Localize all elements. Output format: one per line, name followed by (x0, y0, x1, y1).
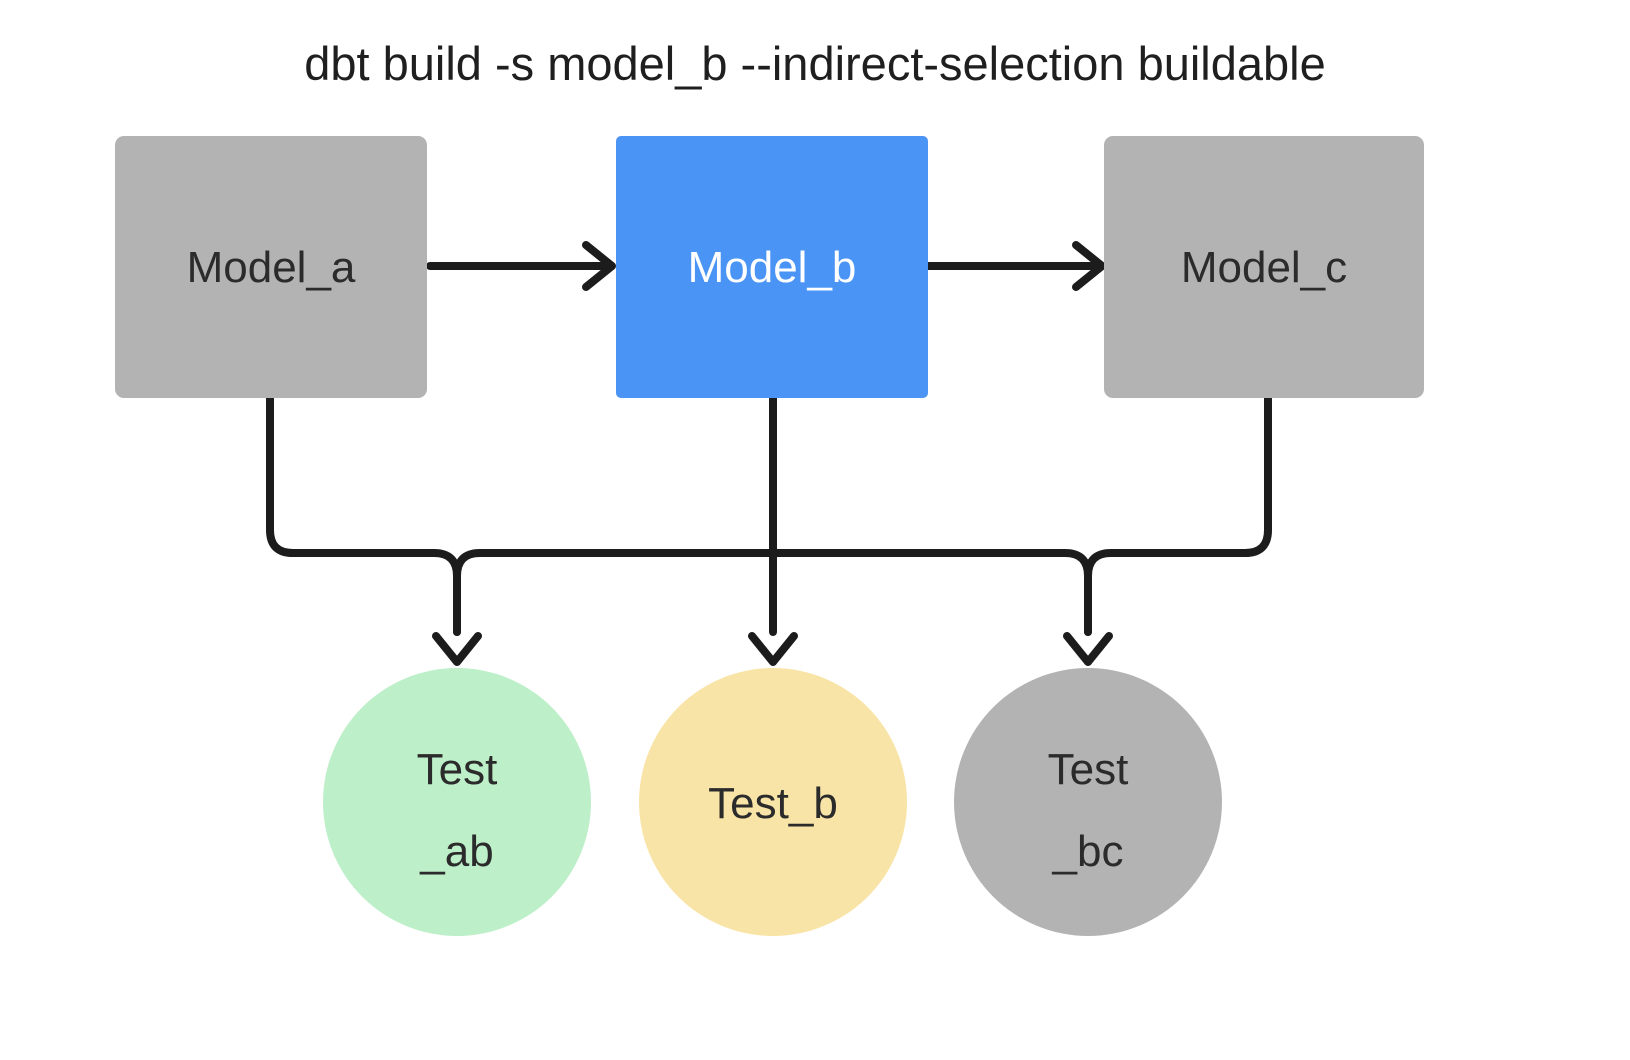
model-c-label: Model_c (1181, 243, 1347, 292)
arrow-head-into-test-bc (1063, 632, 1113, 666)
arrow-head-into-test-ab (432, 632, 482, 666)
node-model-a[interactable]: Model_a (115, 136, 427, 398)
edge-model-b-to-test-ab (453, 549, 777, 636)
test-ab-label-line1: Test (417, 745, 498, 794)
model-c-box[interactable] (1104, 136, 1424, 398)
model-b-label: Model_b (688, 243, 857, 292)
node-model-b[interactable]: Model_b (616, 136, 928, 398)
test-bc-circle[interactable] (954, 668, 1222, 936)
test-ab-label-line2: _ab (419, 827, 493, 876)
node-test-b[interactable]: Test_b (639, 668, 907, 936)
test-b-circle[interactable] (639, 668, 907, 936)
node-model-c[interactable]: Model_c (1104, 136, 1424, 398)
test-bc-label-line1: Test (1048, 745, 1129, 794)
edge-model-b-to-model-c (924, 241, 1106, 291)
edge-model-a-to-model-b (426, 241, 616, 291)
diagram-title: dbt build -s model_b --indirect-selectio… (304, 37, 1326, 90)
test-ab-circle[interactable] (323, 668, 591, 936)
model-a-label: Model_a (187, 243, 356, 292)
model-b-box[interactable] (616, 136, 928, 398)
edge-model-c-to-test-bc (1084, 394, 1272, 636)
edge-model-b-to-test-bc (769, 549, 1092, 636)
test-bc-label-line2: _bc (1052, 827, 1124, 876)
node-test-bc[interactable]: Test _bc (954, 668, 1222, 936)
arrow-head-into-test-b (748, 632, 798, 666)
node-test-ab[interactable]: Test _ab (323, 668, 591, 936)
test-b-label-line1: Test_b (708, 779, 838, 828)
edge-model-a-to-test-ab (266, 394, 461, 636)
model-a-box[interactable] (115, 136, 427, 398)
